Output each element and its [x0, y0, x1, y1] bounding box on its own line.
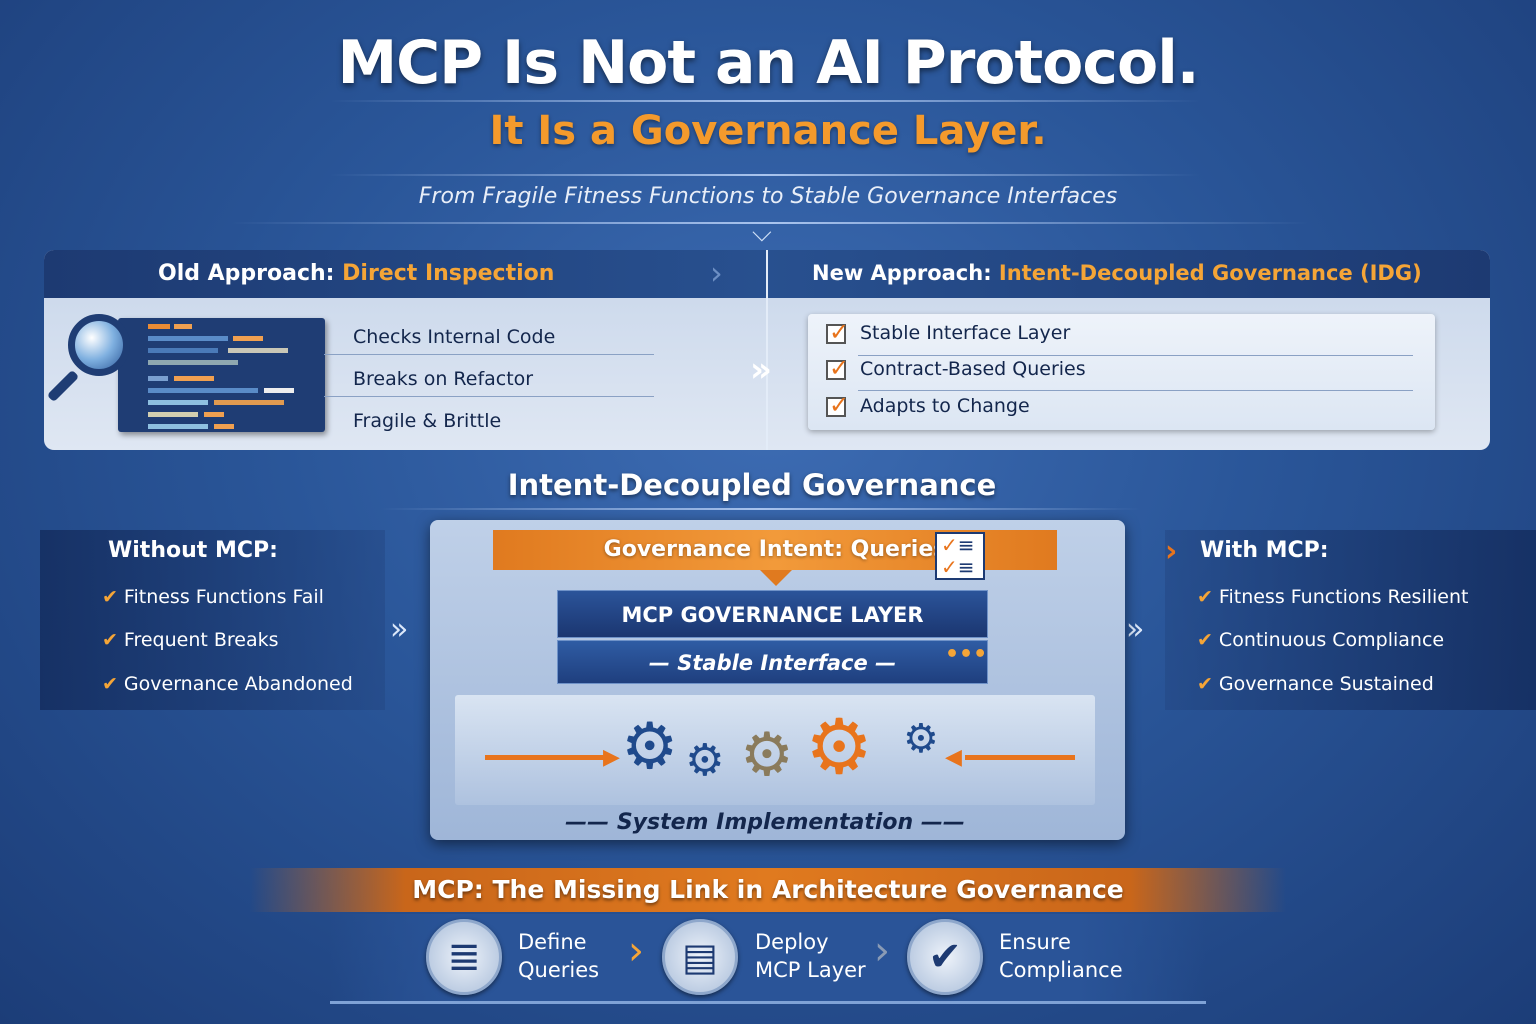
with-item: ✔Fitness Functions Resilient: [1197, 586, 1469, 608]
double-chevron-icon: »: [1126, 612, 1145, 647]
mcp-architecture-diagram: Governance Intent: Queries ✓≡✓≡ MCP GOVE…: [430, 520, 1125, 840]
gear-icon: ⚙: [685, 735, 725, 786]
arrow-right-icon: [485, 755, 605, 760]
check-icon: ✔: [1197, 673, 1213, 695]
with-mcp-panel: › With MCP: ✔Fitness Functions Resilient…: [1165, 530, 1536, 710]
code-listing-icon: [118, 318, 325, 432]
divider: [330, 100, 1200, 102]
without-mcp-title: Without MCP:: [108, 538, 278, 563]
subtitle: It Is a Governance Layer.: [489, 108, 1047, 154]
mcp-governance-layer: MCP GOVERNANCE LAYER: [557, 590, 988, 638]
check-icon: ✔: [1197, 586, 1213, 608]
checklist-item: Contract-Based Queries: [826, 354, 1086, 382]
arrow-head: ▶: [603, 745, 620, 770]
divider: [858, 355, 1413, 356]
divider: [230, 222, 1310, 224]
gear-icon: ⚙: [903, 716, 939, 762]
clipboard-checklist-icon: ✓≡✓≡: [935, 532, 985, 580]
check-icon: ✔: [102, 673, 118, 695]
system-implementation-label: —— System Implementation ——: [565, 810, 965, 835]
checkbox-icon: [826, 354, 849, 382]
without-item: ✔Governance Abandoned: [102, 673, 353, 695]
old-item: Breaks on Refactor: [353, 368, 534, 390]
arrow-left-icon: [965, 755, 1075, 760]
divider: [330, 174, 1200, 176]
divider: [380, 508, 1140, 510]
check-icon: ✔: [102, 629, 118, 651]
chevron-right-icon: ›: [1165, 534, 1178, 569]
old-item: Checks Internal Code: [353, 326, 556, 348]
without-item: ✔Fitness Functions Fail: [102, 586, 324, 608]
checkbox-icon: [826, 318, 849, 346]
without-mcp-panel: Without MCP: ✔Fitness Functions Fail ✔Fr…: [40, 530, 385, 710]
shield-check-icon: ✔: [907, 919, 983, 995]
old-approach-heading: Old Approach: Direct Inspection: [158, 261, 555, 286]
chevron-right-icon: ›: [710, 254, 723, 292]
divider: [858, 390, 1413, 391]
main-title: MCP Is Not an AI Protocol.: [337, 28, 1199, 98]
tagline: From Fragile Fitness Functions to Stable…: [418, 184, 1118, 209]
old-item: Fragile & Brittle: [353, 410, 502, 432]
check-icon: ✔: [102, 586, 118, 608]
gear-icon: ⚙: [805, 702, 874, 791]
arrow-head: ◀: [945, 745, 962, 770]
double-chevron-icon: »: [390, 612, 409, 647]
more-dots-icon: •••: [945, 642, 988, 667]
chevron-right-icon: ›: [874, 928, 890, 974]
chevron-right-icon: ›: [628, 928, 644, 974]
new-approach-heading: New Approach: Intent-Decoupled Governanc…: [812, 261, 1422, 285]
arrow-down-icon: [760, 570, 792, 586]
checklist-item: Stable Interface Layer: [826, 318, 1070, 346]
document-edit-icon: ≣: [426, 919, 502, 995]
gear-icon: ⚙: [740, 720, 794, 790]
double-chevron-icon: »: [750, 350, 772, 390]
divider: [324, 354, 654, 355]
divider: [324, 396, 654, 397]
section-title: Intent-Decoupled Governance: [507, 468, 997, 502]
magnifier-handle: [46, 369, 80, 403]
checkbox-icon: [826, 391, 849, 419]
approach-comparison-panel: Old Approach: Direct Inspection › New Ap…: [44, 250, 1490, 450]
system-implementation-area: ▶ ⚙ ⚙ ⚙ ⚙ ⚙ ◀: [455, 695, 1095, 805]
check-icon: ✔: [1197, 629, 1213, 651]
divider: [766, 250, 768, 450]
server-icon: ▤: [662, 919, 738, 995]
with-item: ✔Governance Sustained: [1197, 673, 1434, 695]
checklist-item: Adapts to Change: [826, 391, 1030, 419]
missing-link-banner: MCP: The Missing Link in Architecture Go…: [250, 868, 1286, 912]
without-item: ✔Frequent Breaks: [102, 629, 279, 651]
with-item: ✔Continuous Compliance: [1197, 629, 1445, 651]
idg-checklist: Stable Interface Layer Contract-Based Qu…: [808, 314, 1435, 430]
with-mcp-title: With MCP:: [1200, 538, 1329, 563]
magnifier-icon: [68, 314, 130, 376]
chevron-down-icon: ⌵: [752, 218, 772, 248]
gear-icon: ⚙: [621, 710, 679, 784]
stable-interface: — Stable Interface —: [557, 640, 988, 684]
